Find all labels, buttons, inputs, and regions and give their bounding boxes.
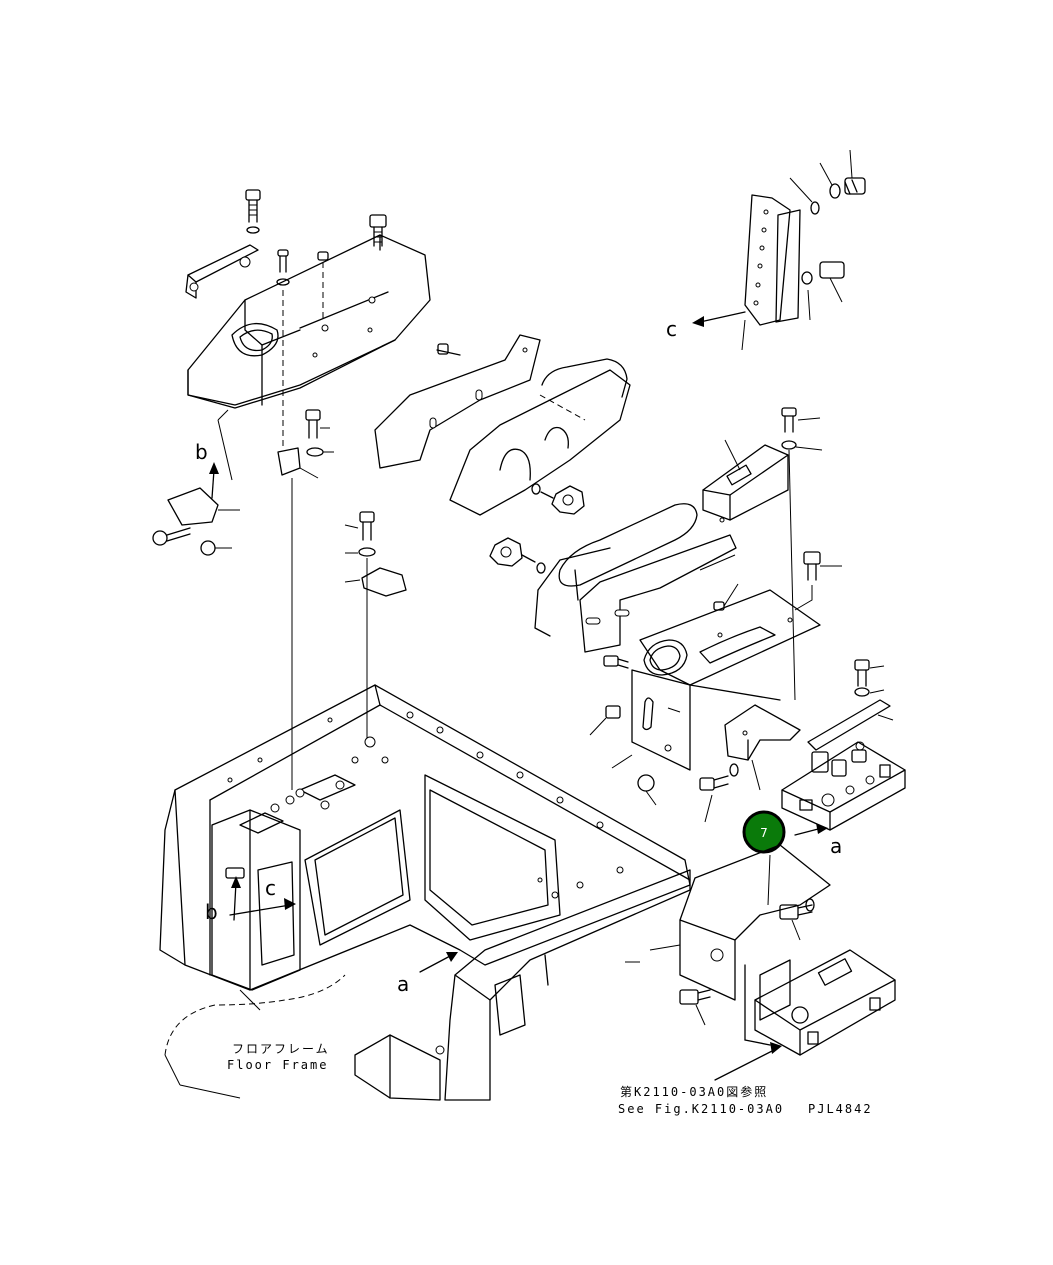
label-c-top: c bbox=[666, 317, 677, 341]
center-bolts bbox=[277, 409, 407, 790]
drawing-number: PJL4842 bbox=[808, 1102, 873, 1116]
switch-panel-assembly bbox=[781, 741, 906, 831]
bolt-group-top-left bbox=[245, 189, 387, 450]
label-c-frame: c bbox=[265, 876, 276, 900]
floor-frame-caption: フロアフレーム Floor Frame bbox=[227, 1042, 330, 1072]
bolts-bottom-right: a bbox=[611, 754, 842, 858]
callout-number: 7 bbox=[760, 826, 768, 840]
console-base-plate bbox=[631, 589, 821, 771]
lower-cover-plate bbox=[625, 844, 831, 1026]
upper-console-cover bbox=[187, 234, 431, 409]
reference-caption: 第K2110-03A0図参照 See Fig.K2110-03A0 PJL484… bbox=[618, 1084, 873, 1116]
label-a-frame: a bbox=[397, 972, 409, 996]
floor-frame-jp: フロアフレーム bbox=[232, 1042, 330, 1056]
plate-c-assembly: c bbox=[666, 149, 866, 351]
knob-lower bbox=[489, 537, 546, 574]
floor-frame: c b a bbox=[159, 684, 691, 1101]
reference-jp: 第K2110-03A0図参照 bbox=[620, 1084, 768, 1099]
armrest-box-small bbox=[702, 439, 789, 523]
label-b-top: b bbox=[195, 440, 208, 464]
floor-frame-en: Floor Frame bbox=[227, 1058, 328, 1072]
lower-right-bracket bbox=[724, 659, 894, 791]
label-b-frame: b bbox=[205, 900, 218, 924]
armrest-pad bbox=[534, 503, 737, 653]
knob-upper bbox=[531, 483, 585, 515]
reference-en: See Fig.K2110-03A0 bbox=[618, 1102, 784, 1116]
bracket-b-left: b bbox=[152, 409, 240, 556]
hinge-bracket-top bbox=[185, 244, 259, 299]
callout-badge[interactable]: 7 bbox=[742, 810, 786, 854]
upper-armrest-brackets bbox=[374, 334, 631, 516]
right-bolts-middle bbox=[589, 407, 842, 736]
electrical-tray bbox=[714, 949, 896, 1081]
label-a-right: a bbox=[830, 834, 842, 858]
